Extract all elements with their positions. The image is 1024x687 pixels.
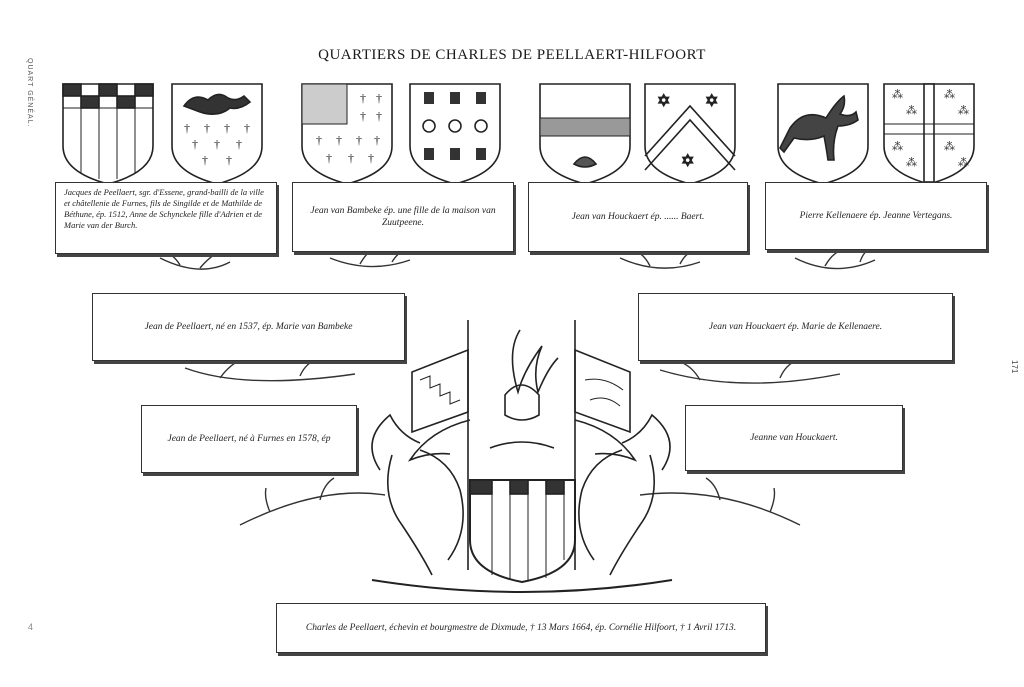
svg-text:⁂: ⁂: [944, 140, 955, 153]
svg-text:†: †: [376, 109, 382, 123]
svg-text:⁂: ⁂: [892, 88, 903, 101]
shield-icon: †††† ††† ††: [171, 83, 263, 185]
subject-box: Charles de Peellaert, échevin et bourgme…: [276, 603, 766, 653]
shield-icon: ⁂⁂⁂⁂ ⁂⁂⁂⁂: [883, 83, 975, 185]
svg-text:†: †: [226, 153, 232, 167]
ancestor-box: Jean van Bambeke ép. une fille de la mai…: [292, 182, 514, 252]
page-number: 171: [1010, 360, 1019, 374]
margin-mark: 4: [28, 622, 34, 632]
svg-text:†: †: [356, 133, 362, 147]
ancestor-box: Jean van Houckaert ép. Marie de Kellenae…: [638, 293, 953, 361]
svg-text:⁂: ⁂: [906, 156, 917, 169]
svg-text:†: †: [360, 109, 366, 123]
shield-icon: †† †† †††† †††: [301, 83, 393, 185]
svg-text:✡: ✡: [705, 93, 718, 110]
shield-icon: [62, 83, 154, 185]
ancestor-box: Jean van Houckaert ép. ...... Baert.: [528, 182, 748, 252]
ancestor-box: Jean de Peellaert, né à Furnes en 1578, …: [141, 405, 357, 473]
svg-text:⁂: ⁂: [944, 88, 955, 101]
svg-text:⁂: ⁂: [892, 140, 903, 153]
svg-text:†: †: [236, 137, 242, 151]
svg-text:⁂: ⁂: [958, 104, 969, 117]
branch-ornaments: [159, 247, 876, 526]
shield-icon: [777, 83, 869, 185]
ancestor-box: Jacques de Peellaert, sgr. d'Essene, gra…: [55, 182, 277, 254]
svg-text:✡: ✡: [681, 153, 694, 170]
svg-text:†: †: [244, 121, 250, 135]
svg-text:†: †: [192, 137, 198, 151]
ancestor-box: Jeanne van Houckaert.: [685, 405, 903, 471]
svg-text:†: †: [348, 151, 354, 165]
svg-text:⁂: ⁂: [958, 156, 969, 169]
svg-text:†: †: [326, 151, 332, 165]
svg-text:†: †: [204, 121, 210, 135]
shield-icon: ✡ ✡ ✡: [644, 83, 736, 185]
svg-text:†: †: [336, 133, 342, 147]
side-running-header: QUART GÉNÉAL.: [26, 58, 33, 128]
svg-text:†: †: [224, 121, 230, 135]
svg-text:†: †: [374, 133, 380, 147]
svg-text:†: †: [376, 91, 382, 105]
svg-text:†: †: [214, 137, 220, 151]
central-achievement: [371, 320, 673, 593]
page-title: QUARTIERS DE CHARLES DE PEELLAERT-HILFOO…: [318, 47, 706, 63]
shield-icon: [539, 83, 631, 185]
svg-text:†: †: [202, 153, 208, 167]
svg-text:†: †: [316, 133, 322, 147]
svg-text:†: †: [368, 151, 374, 165]
svg-text:†: †: [360, 91, 366, 105]
svg-text:✡: ✡: [657, 93, 670, 110]
ancestor-box: Pierre Kellenaere ép. Jeanne Vertegans.: [765, 182, 987, 250]
svg-text:⁂: ⁂: [906, 104, 917, 117]
shield-icon: [409, 83, 501, 185]
ancestor-box: Jean de Peellaert, né en 1537, ép. Marie…: [92, 293, 405, 361]
svg-text:†: †: [184, 121, 190, 135]
